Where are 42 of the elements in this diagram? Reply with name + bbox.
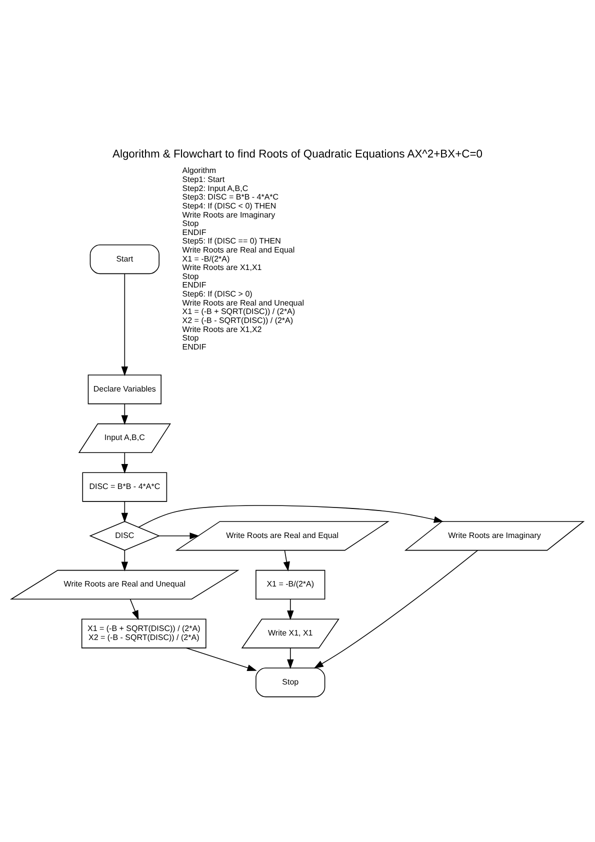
arrow (138, 505, 444, 528)
arrow (287, 648, 294, 669)
label: Step3: DISC = B*B - 4*A*C (182, 192, 279, 202)
label: Stop (182, 334, 199, 343)
label: Write Roots are Real and Equal (182, 245, 295, 254)
label: Write Roots are Real and Unequal (182, 298, 304, 308)
label: Step2: Input A,B,C (182, 184, 248, 193)
node-diamond: DISC (89, 521, 160, 551)
label: X2 = (-B - SQRT(DISC)) / (2*A) (182, 316, 294, 325)
label: Write Roots are X1,X1 (182, 263, 262, 272)
label: Stop (182, 272, 199, 281)
label: ENDIF (182, 342, 206, 352)
arrow (121, 403, 128, 425)
arrow (130, 598, 139, 620)
node-box: Start (90, 244, 160, 274)
node-box: X1 = (-B + SQRT(DISC)) / (2*A) X2 = (-B - SQRT(DISC)) / (2*A) (81, 618, 206, 648)
arrow (287, 598, 294, 620)
arrow (121, 452, 128, 474)
label: ENDIF (182, 228, 206, 237)
node-box: X1 = -B/(2*A) (256, 570, 326, 600)
arrow (121, 273, 128, 376)
arrow (283, 550, 290, 572)
node-box: Declare Variables (88, 374, 162, 404)
label: Step5: If (DISC == 0) THEN (182, 236, 281, 246)
label: Stop (182, 219, 199, 228)
node-box: DISC = B*B - 4*A*C (82, 472, 168, 502)
node-box: Stop (256, 668, 326, 698)
arrow (314, 550, 478, 669)
diagram-title: Algorithm & Flowchart to find Roots of Quadratic Equations AX^2+BX+C=0 (112, 148, 482, 160)
label: Write Roots are X1,X2 (182, 324, 262, 334)
label: Step6: If (DISC > 0) (182, 290, 252, 299)
label: X1 = -B/(2*A) (182, 254, 230, 264)
arrow (186, 648, 257, 672)
arrow (121, 501, 128, 522)
label: Algorithm (182, 166, 216, 176)
arrow (121, 550, 128, 572)
label: Write Roots are Imaginary (182, 210, 276, 220)
label: X1 = (-B + SQRT(DISC)) / (2*A) (182, 307, 296, 316)
arrow (158, 532, 200, 540)
label: Step4: If (DISC < 0) THEN (182, 201, 276, 210)
label: Step1: Start (182, 175, 225, 184)
label: ENDIF (182, 280, 206, 290)
